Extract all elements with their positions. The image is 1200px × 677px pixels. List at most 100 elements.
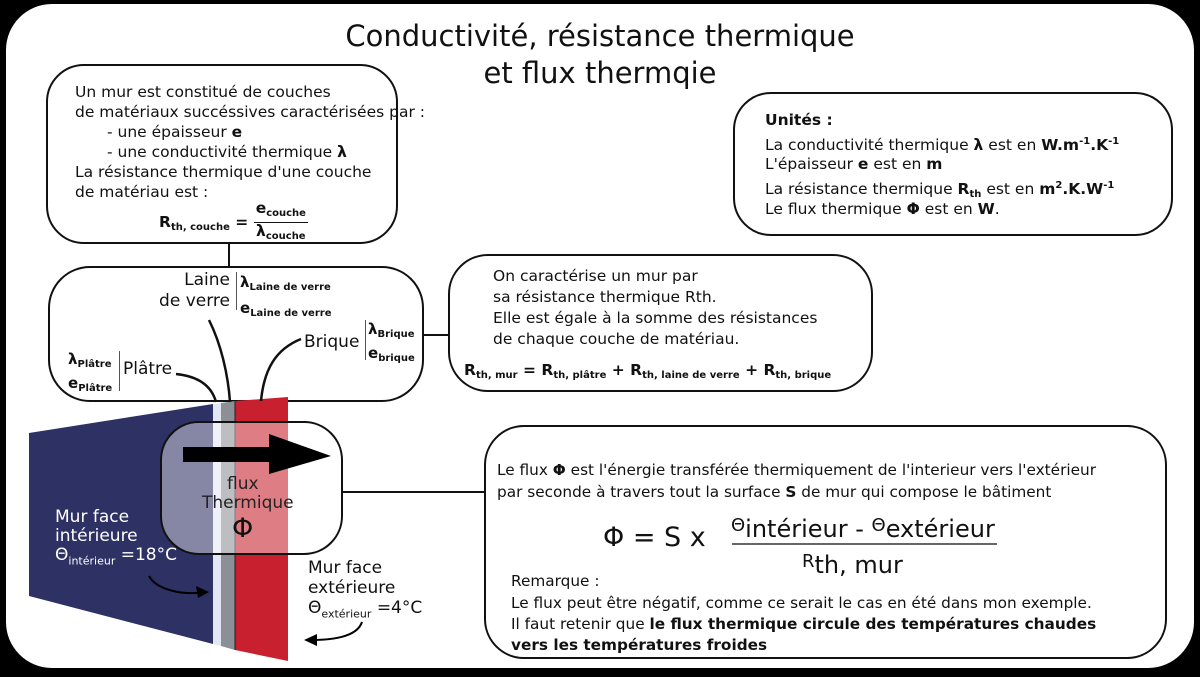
units-thickness: L'épaisseur e est en m (765, 154, 942, 174)
interior-theta-sub: intérieur (68, 554, 116, 568)
item-thickness-text: - une épaisseur (107, 123, 232, 141)
wall-interior-face (29, 404, 213, 644)
exterior-arrowhead-icon (304, 634, 317, 646)
brique-leader-line (259, 337, 302, 402)
item-conductivity-text: - une conductivité thermique (107, 143, 338, 161)
layers-resistance-1: La résistance thermique d'une couche (75, 163, 372, 181)
laine-lambda-sub: Laine de verre (249, 282, 331, 293)
remark-line-1: Le flux peut être négatif, comme ce sera… (511, 594, 1092, 612)
fn-theta2: Θ (871, 515, 886, 536)
layer-resistance-formula: Rth, couche = ecouche λcouche (159, 200, 308, 245)
fd-sub: th, mur (814, 551, 903, 579)
units-heading: Unités : (765, 111, 833, 129)
formula-r: R (159, 213, 171, 231)
units-flux: Le flux thermique Φ est en W. (765, 199, 1000, 219)
laine-label-1: Laine (184, 270, 230, 290)
layers-item-thickness: - une épaisseur e (107, 122, 242, 142)
u3-unit-a: m (1039, 180, 1056, 198)
flux-arrow-icon (183, 434, 331, 474)
frac-num-sub: couche (266, 208, 306, 219)
platre-label: Plâtre (123, 359, 173, 379)
u1-unit-a: W.m (1041, 136, 1080, 154)
flux-formula-lhs: Φ = S x (603, 522, 706, 553)
flux-formula-denominator: Rth, mur (802, 548, 903, 579)
fd2-a: par seconde à travers tout la surface (497, 483, 786, 501)
fn-minus: - (847, 515, 872, 543)
u2-mid: est en (868, 155, 927, 173)
platre-leader-line (175, 372, 218, 403)
u1-exp-a: -1 (1079, 136, 1091, 147)
u4-end: . (994, 200, 1000, 218)
laine-divider (236, 272, 237, 310)
fd2-sym: S (785, 483, 797, 501)
thickness-symbol: e (231, 123, 243, 141)
u1-unit-b: .K (1090, 136, 1109, 154)
u3-unit: m2.K.W-1 (1039, 180, 1114, 198)
fd2-b: de mur qui compose le bâtiment (796, 483, 1052, 501)
frac-den-sub: couche (265, 231, 306, 242)
conductivity-symbol: λ (337, 143, 347, 161)
laine-lambda: λLaine de verre (240, 272, 332, 298)
brique-divider (365, 320, 366, 360)
laine-properties: λLaine de verre e Laine de verre (240, 272, 332, 324)
fn-ext: extérieur (885, 515, 995, 543)
exterior-theta: Θ (308, 598, 322, 618)
brique-lambda-sub: Brique (377, 329, 415, 340)
layers-definition-box (46, 64, 398, 244)
brique-lambda-sym: λ (368, 320, 378, 338)
platre-divider (119, 351, 120, 391)
flux-def-line-1: Le flux Φ est l'énergie transférée therm… (497, 460, 1096, 480)
formula-r-sub: th, couche (170, 222, 230, 233)
remark-line-2: Il faut retenir que le flux thermique ci… (511, 614, 1096, 634)
brique-properties: λBrique ebrique (368, 320, 415, 368)
brique-lambda: λBrique (368, 320, 415, 344)
flux-def-line-2: par seconde à travers tout la surface S … (497, 482, 1051, 502)
u4-sym: Φ (906, 200, 920, 218)
u2-unit: m (926, 155, 943, 173)
u3-sym: Rth (958, 180, 982, 200)
wall-diagram (29, 319, 363, 661)
wall-res-line-4: de chaque couche de matériau. (493, 330, 740, 348)
layers-resistance-2: de matériau est : (75, 183, 209, 201)
wall-resistance-box (448, 254, 873, 392)
fr-platre: R (541, 361, 554, 379)
u3-sym-sub: th (969, 189, 982, 200)
laine-lambda-sym: λ (240, 273, 250, 291)
flux-symbol: Φ (232, 513, 254, 544)
interior-theta: Θ (55, 545, 69, 565)
exterior-theta-sub: extérieur (321, 607, 372, 621)
connector-layers-to-materials (228, 242, 230, 267)
flux-label-1: flux (227, 474, 259, 494)
laine-label-2: de verre (159, 291, 230, 311)
wall-res-line-3: Elle est égale à la somme des résistance… (493, 309, 818, 327)
platre-e-sym: e (68, 374, 79, 392)
layers-intro-1: Un mur est constitué de couches (75, 83, 331, 101)
brique-e-sub: brique (378, 353, 415, 364)
fd1-a: Le flux (497, 461, 553, 479)
u3-prefix: La résistance thermique (765, 180, 958, 198)
frac-den: λcouche (254, 223, 308, 245)
fn-int: intérieur (745, 515, 848, 543)
u1-unit: W.m-1.K-1 (1041, 136, 1119, 154)
u4-mid: est en (919, 200, 978, 218)
fr-plus-1: + (611, 361, 625, 379)
layers-item-conductivity: - une conductivité thermique λ (107, 142, 347, 162)
fn-theta1: Θ (731, 515, 746, 536)
connector-flux-to-explanation (341, 491, 485, 493)
wall-resistance-formula: Rth, mur = Rth, plâtre + Rth, laine de v… (464, 360, 831, 386)
brique-e: ebrique (368, 344, 415, 368)
connector-materials-to-resistance (422, 334, 450, 336)
u1-exp-b: -1 (1108, 136, 1120, 147)
units-box (733, 92, 1173, 236)
fr-plus-2: + (745, 361, 759, 379)
u1-prefix: La conductivité thermique (765, 136, 974, 154)
frac-den-lambda: λ (256, 222, 266, 240)
remark-heading: Remarque : (511, 572, 600, 590)
fr-mur-sub: th, mur (475, 370, 518, 381)
laine-e-sym: e (240, 299, 251, 317)
exterior-label-1: Mur face (308, 558, 383, 578)
remark-line-3: vers les températures froides (511, 636, 768, 654)
interior-arrowhead-icon (196, 586, 209, 598)
wall-layer-laine (221, 401, 235, 650)
